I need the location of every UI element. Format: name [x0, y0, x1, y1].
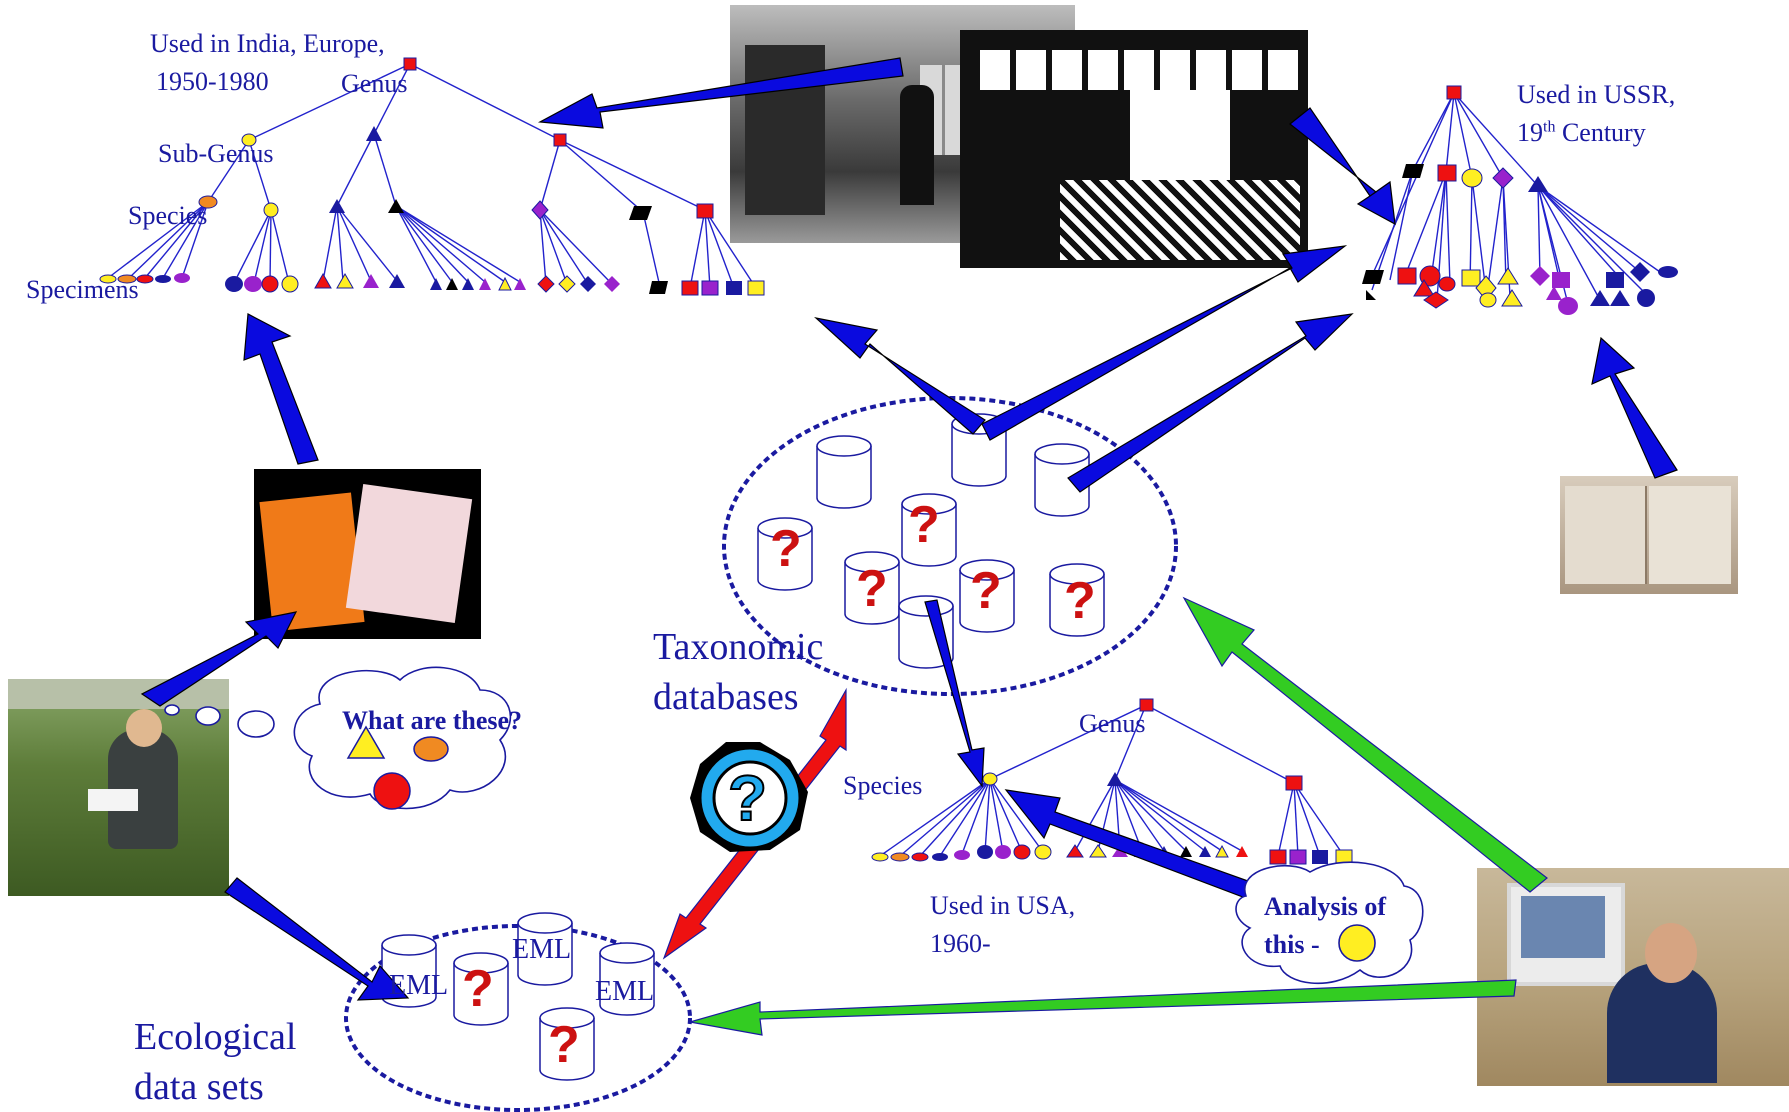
analysis-bubble-line2: this - [1264, 930, 1320, 959]
india-caption-line2: 1950-1980 [156, 67, 269, 96]
eml-label: EML [389, 970, 449, 1001]
tree-ussr-nodes [1362, 85, 1678, 315]
ecological-label-line2: data sets [134, 1066, 264, 1108]
india-species-label: Species [128, 201, 208, 230]
question-mark: ? [970, 562, 1002, 620]
thought-bubble-text: What are these? [342, 706, 523, 735]
question-mark: ? [856, 560, 888, 618]
india-specimens-label: Specimens [26, 275, 139, 304]
ecological-label-line1: Ecological [134, 1016, 297, 1058]
thought-bubble [164, 666, 512, 810]
india-genus-label: Genus [341, 69, 408, 98]
thought-shapes [346, 725, 449, 810]
question-mark: ? [1064, 572, 1096, 630]
field-worker-photo [8, 679, 229, 896]
flora-book-photo [254, 469, 481, 639]
india-subgenus-label: Sub-Genus [158, 139, 274, 168]
usa-species-label: Species [843, 771, 923, 800]
badge-question-mark: ? [727, 761, 768, 835]
old-book-photo [1560, 476, 1738, 594]
red-double-arrow [662, 687, 847, 960]
analysis-yellow-circle [1338, 924, 1376, 962]
question-mark: ? [770, 520, 802, 578]
analysis-bubble-line1: Analysis of [1264, 892, 1387, 921]
usa-caption-line1: Used in USA, [930, 891, 1076, 920]
usa-genus-label: Genus [1079, 709, 1146, 738]
tree-usa [879, 704, 1345, 857]
usa-caption-line2: 1960- [930, 929, 991, 958]
ecological-datasets-oval [344, 924, 692, 1112]
archive-photo-right [960, 30, 1308, 268]
question-mark: ? [908, 496, 940, 554]
analysis-bubble [1235, 861, 1424, 985]
taxonomic-label-line2: databases [653, 676, 799, 718]
eml-label: EML [595, 976, 655, 1007]
india-caption-line1: Used in India, Europe, [150, 29, 385, 58]
question-badge [690, 742, 808, 852]
ussr-caption-line1: Used in USSR, [1517, 80, 1676, 109]
green-arrows [689, 596, 1548, 1036]
eml-label: EML [512, 934, 572, 965]
blue-arrows [140, 57, 1678, 1001]
question-mark: ? [462, 960, 494, 1018]
taxonomic-label-line1: Taxonomic [653, 626, 824, 668]
question-mark: ? [548, 1016, 580, 1074]
computer-user-photo [1477, 868, 1789, 1086]
tree-india-nodes [99, 57, 765, 296]
ussr-caption-line2: 19th Century [1517, 118, 1646, 147]
tree-india-europe [107, 63, 757, 289]
